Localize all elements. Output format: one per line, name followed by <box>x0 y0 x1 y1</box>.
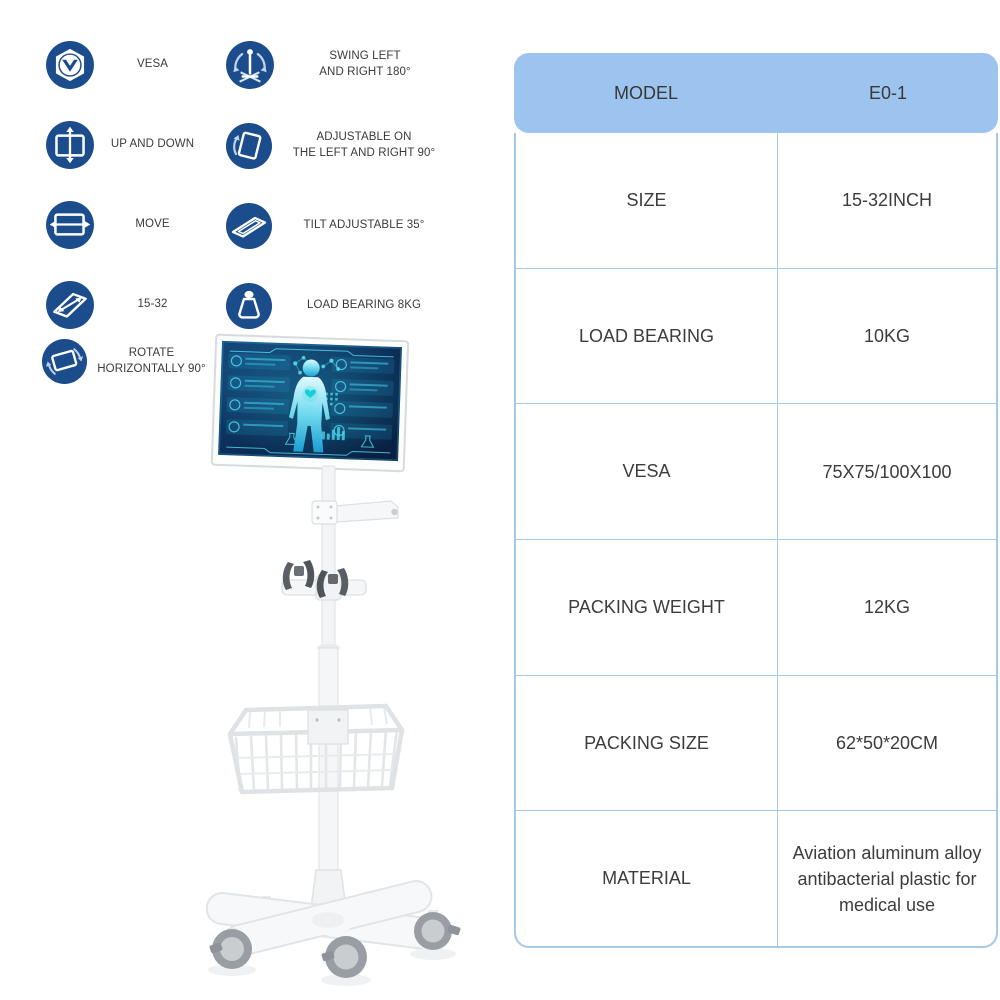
spec-row-material: MATERIAL Aviation aluminum alloy antibac… <box>516 810 996 947</box>
cart-pole-upper <box>321 465 336 649</box>
spec-label-cell: MATERIAL <box>516 811 778 947</box>
spec-row-size: SIZE 15-32INCH <box>516 133 996 268</box>
feature-up-down: UP AND DOWN <box>45 120 210 170</box>
feature-label: UP AND DOWN <box>110 138 195 151</box>
tilt-icon <box>225 202 273 250</box>
screen-size-icon <box>45 280 95 330</box>
spec-value-cell: 62*50*20CM <box>835 732 939 753</box>
basket <box>227 703 405 795</box>
feature-label: TILT ADJUSTABLE 35° <box>303 219 425 232</box>
load-icon <box>225 282 273 330</box>
feature-screen-size: 15-32 <box>45 280 210 330</box>
monitor <box>210 333 410 473</box>
spec-table: MODEL E0-1 SIZE 15-32INCH LOAD BEARING 1… <box>514 53 998 948</box>
spec-value-cell: 15-32INCH <box>841 190 933 211</box>
hook-right <box>316 568 349 598</box>
spec-table-header: MODEL E0-1 <box>514 53 998 133</box>
adjustable-icon <box>225 122 273 170</box>
feature-rotate: ROTATE HORIZONTALLY 90° <box>41 338 215 385</box>
caster-wheel <box>321 936 371 986</box>
spec-value-cell: 75X75/100X100 <box>822 461 952 482</box>
hook-left <box>282 560 315 590</box>
spec-value-cell: 12KG <box>863 597 911 618</box>
spec-header-label: MODEL <box>613 82 678 103</box>
swing-icon <box>225 40 275 90</box>
spec-label-cell: PACKING WEIGHT <box>516 540 778 675</box>
spec-label-cell: PACKING SIZE <box>516 675 778 811</box>
vesa-icon <box>45 40 95 90</box>
move-icon <box>45 200 95 250</box>
feature-swing: SWING LEFT AND RIGHT 180° <box>225 40 455 90</box>
human-figure <box>288 359 330 453</box>
spec-label-cell: VESA <box>516 404 778 540</box>
probe-holders <box>281 560 367 601</box>
mounting-arm <box>311 500 399 525</box>
feature-label: ADJUSTABLE ON THE LEFT AND RIGHT 90° <box>292 131 436 159</box>
product-image <box>205 333 461 986</box>
spec-row-load-bearing: LOAD BEARING 10KG <box>516 267 996 404</box>
feature-label: SWING LEFT AND RIGHT 180° <box>319 50 411 78</box>
cart-base <box>205 869 461 986</box>
feature-load-bearing: LOAD BEARING 8KG <box>225 282 455 330</box>
spec-value-cell: 10KG <box>863 325 911 346</box>
spec-table-body: SIZE 15-32INCH LOAD BEARING 10KG VESA 75… <box>514 133 998 948</box>
spec-label-cell: LOAD BEARING <box>516 268 778 404</box>
feature-label: MOVE <box>135 218 170 231</box>
spec-row-vesa: VESA 75X75/100X100 <box>516 403 996 540</box>
feature-label: VESA <box>136 58 169 71</box>
spec-header-value: E0-1 <box>868 82 908 103</box>
spec-row-packing-weight: PACKING WEIGHT 12KG <box>516 539 996 675</box>
feature-label: LOAD BEARING 8KG <box>306 299 422 312</box>
feature-label: ROTATE HORIZONTALLY 90° <box>97 346 206 375</box>
spec-value-cell: Aviation aluminum alloy antibacterial pl… <box>792 842 982 915</box>
rotate-icon <box>41 338 88 385</box>
feature-tilt: TILT ADJUSTABLE 35° <box>225 202 455 250</box>
spec-row-packing-size: PACKING SIZE 62*50*20CM <box>516 674 996 811</box>
caster-wheel <box>410 910 461 960</box>
feature-vesa: VESA <box>45 40 210 90</box>
up-down-icon <box>45 120 95 170</box>
feature-move: MOVE <box>45 200 210 250</box>
caster-wheel <box>208 928 256 976</box>
feature-adjustable: ADJUSTABLE ON THE LEFT AND RIGHT 90° <box>225 122 455 170</box>
cart-pole-lower <box>318 647 339 877</box>
spec-label-cell: SIZE <box>516 133 778 268</box>
feature-label: 15-32 <box>137 298 168 311</box>
